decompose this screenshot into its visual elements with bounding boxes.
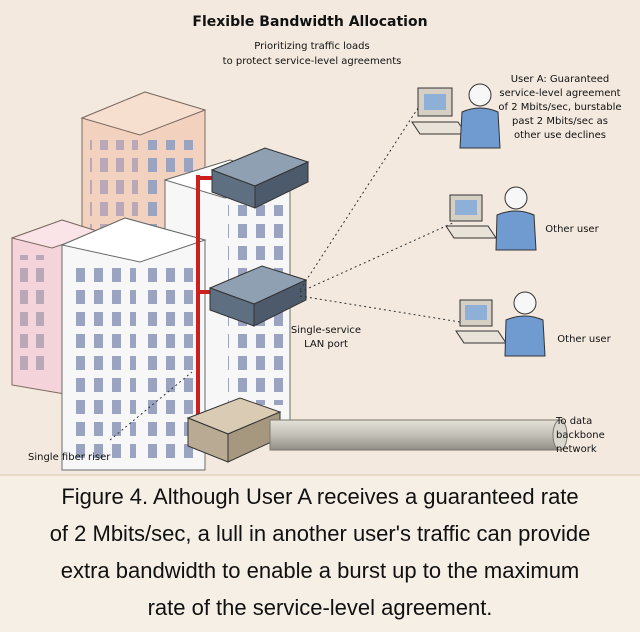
subtitle-line-2: to protect service-level agreements (223, 56, 402, 67)
user-a-label-line-1: User A: Guaranteed (511, 74, 610, 85)
caption-line-2: of 2 Mbits/sec, a lull in another user's… (49, 521, 591, 546)
building-white-front (60, 217, 207, 471)
connection-lines (299, 107, 461, 323)
other-user-2-workstation (455, 291, 546, 357)
network-diagram: Flexible Bandwidth Allocation Prioritizi… (10, 14, 622, 471)
backbone-label-line-3: network (556, 444, 597, 455)
other-user-2-label: Other user (557, 334, 611, 345)
user-a-workstation (411, 83, 501, 149)
caption-line-4: rate of the service-level agreement. (147, 595, 493, 620)
user-a-label-line-4: past 2 Mbits/sec as (512, 116, 608, 127)
user-a-label-line-3: of 2 Mbits/sec, burstable (498, 102, 621, 113)
switch-bottom (186, 397, 282, 463)
backbone-cable (269, 419, 568, 451)
lan-port-label-line-1: Single-service (291, 325, 361, 336)
other-user-1-label: Other user (545, 224, 599, 235)
backbone-label-line-2: backbone (556, 430, 605, 441)
fiber-riser-label: Single fiber riser (28, 452, 111, 463)
diagram-title: Flexible Bandwidth Allocation (192, 14, 427, 30)
subtitle-line-1: Prioritizing traffic loads (254, 41, 369, 52)
backbone-label-line-1: To data (555, 416, 592, 427)
other-user-1-workstation (445, 186, 537, 251)
figure-caption: Figure 4. Although User A receives a gua… (10, 478, 630, 626)
caption-line-3: extra bandwidth to enable a burst up to … (60, 558, 580, 583)
caption-line-1: Figure 4. Although User A receives a gua… (61, 484, 579, 509)
user-a-label-line-2: service-level agreement (499, 88, 620, 99)
switch-top (210, 147, 310, 209)
caption-panel (0, 474, 640, 632)
switch-middle (208, 265, 308, 327)
lan-port-label-line-2: LAN port (304, 339, 348, 350)
user-a-label-line-5: other use declines (514, 130, 606, 141)
